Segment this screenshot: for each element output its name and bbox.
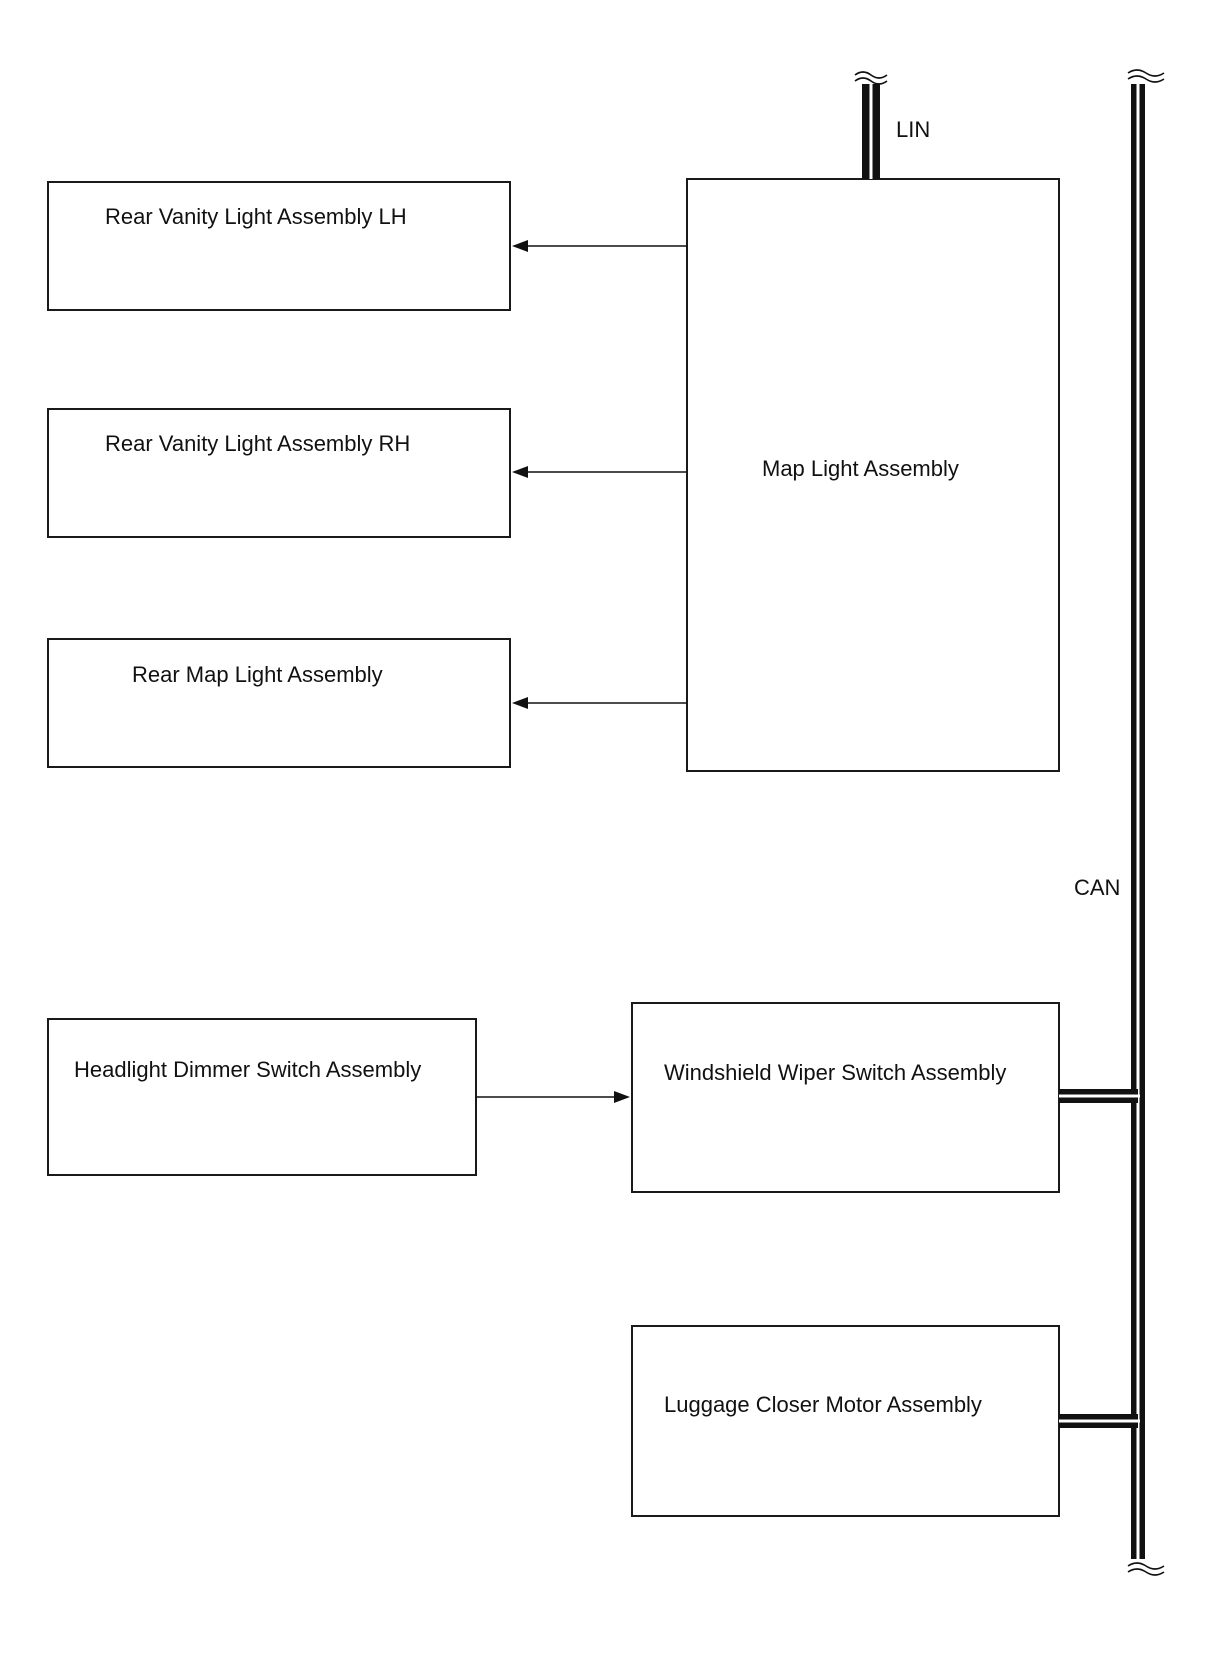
lin-label: LIN	[896, 117, 930, 142]
luggage-closer-motor-block: Luggage Closer Motor Assembly	[631, 1325, 1060, 1517]
rear-vanity-light-rh-block: Rear Vanity Light Assembly RH	[47, 408, 511, 538]
map-light-label: Map Light Assembly	[762, 456, 959, 481]
lin-bus: LIN	[854, 71, 930, 179]
dimmer-to-wiper-arrow	[476, 1091, 630, 1103]
headlight-dimmer-switch-label: Headlight Dimmer Switch Assembly	[74, 1057, 421, 1082]
map-light-output-arrows	[512, 240, 687, 709]
rear-vanity-light-rh-label: Rear Vanity Light Assembly RH	[105, 431, 410, 456]
rear-vanity-light-lh-label: Rear Vanity Light Assembly LH	[105, 204, 407, 229]
lin-break-icon	[854, 71, 888, 79]
can-bus: CAN	[1074, 69, 1165, 1576]
can-bottom-break-icon	[1127, 1562, 1165, 1570]
rear-map-light-label: Rear Map Light Assembly	[132, 662, 383, 687]
map-light-block: Map Light Assembly	[686, 178, 1060, 772]
luggage-closer-motor-label: Luggage Closer Motor Assembly	[664, 1392, 982, 1417]
windshield-wiper-switch-block: Windshield Wiper Switch Assembly	[631, 1002, 1060, 1193]
can-top-break-icon	[1127, 69, 1165, 77]
rear-vanity-light-lh-block: Rear Vanity Light Assembly LH	[47, 181, 511, 311]
arrowhead-rear-map-light	[512, 697, 528, 709]
arrowhead-rear-vanity-lh	[512, 240, 528, 252]
headlight-dimmer-switch-block: Headlight Dimmer Switch Assembly	[47, 1018, 477, 1176]
windshield-wiper-switch-label: Windshield Wiper Switch Assembly	[664, 1060, 1006, 1085]
rear-map-light-block: Rear Map Light Assembly	[47, 638, 511, 768]
arrowhead-rear-vanity-rh	[512, 466, 528, 478]
can-label: CAN	[1074, 875, 1120, 900]
